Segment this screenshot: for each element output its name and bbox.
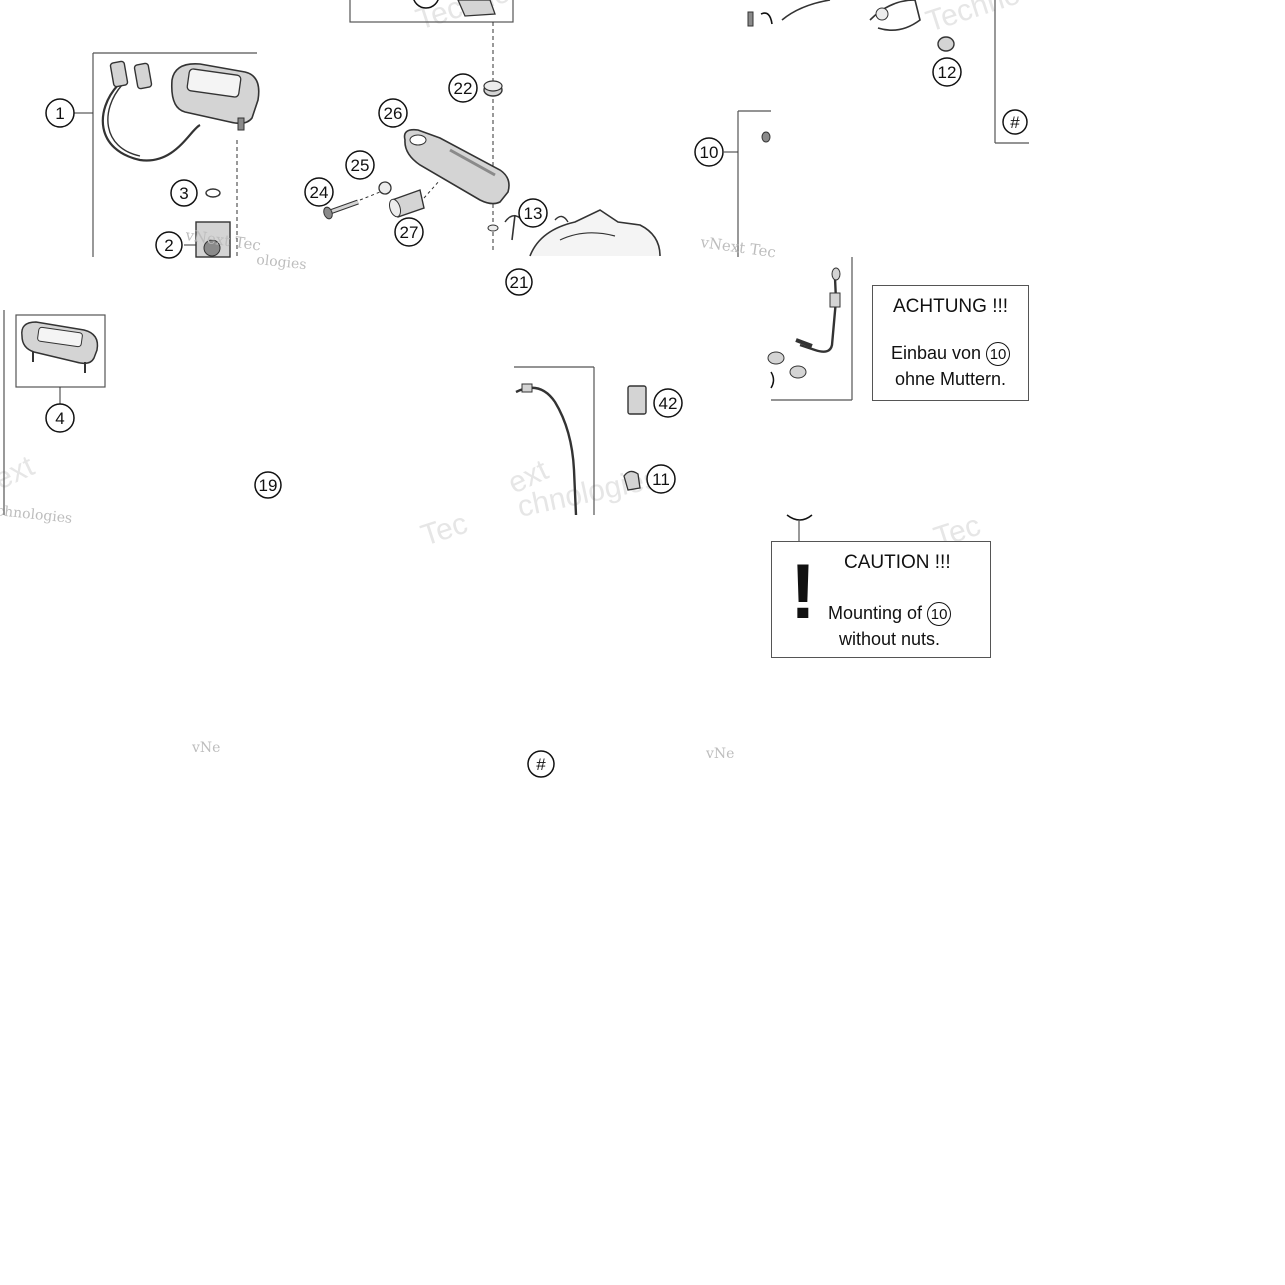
bolt-icon [323, 199, 359, 220]
warning-note-english: ! CAUTION !!! Mounting of 10 without nut… [771, 541, 991, 658]
svg-text:2: 2 [164, 236, 173, 255]
washer-icon [378, 181, 392, 195]
svg-text:1: 1 [55, 104, 64, 123]
watermark-ext-left: ext [0, 449, 40, 496]
svg-text:22: 22 [454, 79, 473, 98]
tile-caliper: 12 # [747, 0, 1029, 144]
callout-19[interactable]: 19 [254, 471, 282, 499]
callout-26[interactable]: 26 [378, 98, 408, 128]
callout-hash-a[interactable]: # [1002, 109, 1028, 135]
callout-21[interactable]: 21 [505, 268, 533, 296]
svg-text:26: 26 [384, 104, 403, 123]
clamp-bracket-icon [403, 128, 510, 205]
tile-speedometer: 1 3 2 vNext Tec [45, 52, 262, 259]
nut-icon [767, 351, 785, 365]
tile-brake-line: 10 vNext Tec [694, 110, 853, 401]
brake-hose-icon [799, 277, 838, 353]
note-body: Einbau von 10 ohne Muttern. [873, 340, 1028, 392]
cable-tie-pack-icon [627, 385, 647, 415]
watermark-vnext-2: vNext Tec [698, 233, 777, 262]
svg-text:12: 12 [938, 63, 957, 82]
tile-cover: 4 chnologies [0, 310, 106, 527]
svg-text:#: # [536, 755, 546, 774]
o-ring-icon [205, 188, 221, 198]
tile-brake-disc: 13 [511, 198, 661, 257]
svg-text:4: 4 [55, 409, 64, 428]
svg-text:21: 21 [510, 273, 529, 292]
callout-42[interactable]: 42 [653, 388, 683, 418]
speedometer-cable [101, 84, 201, 162]
svg-text:10: 10 [700, 143, 719, 162]
watermark-techno-right: Techno [922, 0, 1024, 39]
svg-text:11: 11 [652, 470, 670, 489]
callout-12[interactable]: 12 [932, 57, 962, 87]
connector-plug-icon [109, 60, 129, 88]
exclamation-icon: ! [790, 547, 816, 635]
svg-text:#: # [1010, 113, 1020, 132]
svg-text:3: 3 [179, 184, 188, 203]
callout-3[interactable]: 3 [170, 179, 198, 207]
callout-11[interactable]: 11 [646, 464, 676, 494]
note-body: Mounting of 10 without nuts. [828, 600, 952, 652]
bleed-cap-icon [937, 36, 955, 52]
tile-clamp: 22 26 25 24 27 ologies [256, 0, 521, 273]
callout-24[interactable]: 24 [304, 177, 334, 207]
caliper-icon [781, 0, 921, 31]
callout-hash-b[interactable]: # [527, 750, 555, 778]
callout-1[interactable]: 1 [45, 98, 75, 128]
watermark-chnologies-left: chnologies [0, 503, 73, 527]
svg-text:27: 27 [400, 223, 419, 242]
note-title: CAUTION !!! [844, 552, 951, 573]
note-title: ACHTUNG !!! [892, 296, 1009, 317]
svg-text:19: 19 [259, 476, 278, 495]
callout-25[interactable]: 25 [345, 150, 375, 180]
callout-10[interactable]: 10 [694, 137, 724, 167]
cable-clip-icon [623, 470, 641, 491]
svg-text:13: 13 [524, 204, 543, 223]
svg-text:42: 42 [659, 394, 678, 413]
watermark-tech-mid: Tec [417, 507, 472, 553]
tile-sensor-cable: 21 42 11 [505, 268, 683, 516]
part-ref-10-icon: 10 [986, 342, 1011, 367]
callout-4[interactable]: 4 [45, 403, 75, 433]
callout-13[interactable]: 13 [518, 198, 548, 228]
nut-icon [789, 365, 807, 379]
watermark-vne-1: vNe [191, 740, 220, 756]
part-ref-10-icon: 10 [927, 602, 952, 627]
callout-2[interactable]: 2 [155, 231, 183, 259]
callout-22[interactable]: 22 [448, 73, 478, 103]
svg-text:24: 24 [310, 183, 329, 202]
watermark-ologies-1: ologies [256, 252, 308, 273]
callout-27[interactable]: 27 [394, 217, 424, 247]
svg-text:25: 25 [351, 156, 370, 175]
connector-plug-icon [133, 62, 153, 90]
watermark-vne-2: vNe [705, 746, 734, 762]
warning-note-german: ACHTUNG !!! Einbau von 10 ohne Muttern. [872, 285, 1029, 401]
